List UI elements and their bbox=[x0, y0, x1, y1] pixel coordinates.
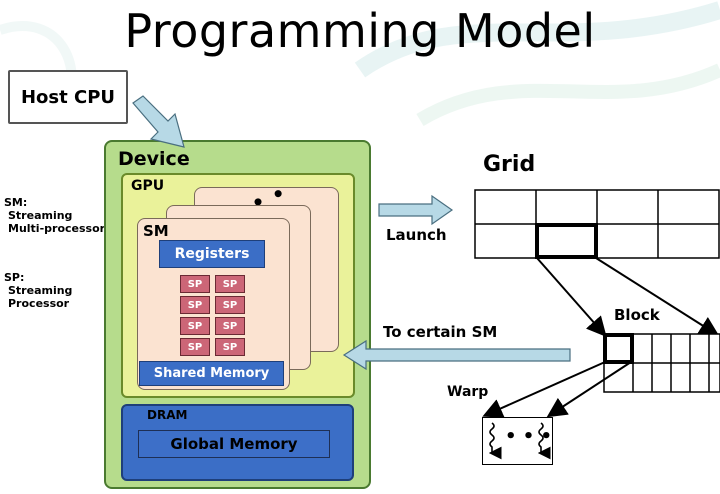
sp-legend: SP: Streaming Processor bbox=[4, 271, 72, 310]
to-certain-sm-arrow bbox=[342, 339, 571, 371]
sm-legend: SM: Streaming Multi-processor bbox=[4, 196, 105, 235]
gpu-label: GPU bbox=[131, 178, 165, 194]
sp-cell: SP bbox=[215, 338, 245, 356]
warp-box bbox=[482, 417, 553, 465]
sp-cell: SP bbox=[215, 317, 245, 335]
thread-squiggle-left bbox=[488, 422, 502, 460]
launch-label: Launch bbox=[386, 226, 447, 244]
block-label: Block bbox=[614, 306, 660, 324]
sp-legend-line1: Streaming bbox=[8, 284, 73, 297]
sm-label: SM bbox=[143, 222, 169, 240]
block-selected-warp bbox=[603, 333, 634, 364]
warp-thread-arrows bbox=[488, 422, 551, 460]
sp-cell: SP bbox=[180, 338, 210, 356]
dram-label: DRAM bbox=[147, 408, 188, 422]
warp-label: Warp bbox=[447, 384, 489, 400]
sp-legend-abbr: SP: bbox=[4, 271, 25, 284]
sm-legend-line1: Streaming bbox=[8, 209, 73, 222]
host-to-device-arrow bbox=[132, 95, 185, 148]
sp-cell: SP bbox=[215, 275, 245, 293]
shared-memory-box: Shared Memory bbox=[139, 361, 284, 386]
device-label: Device bbox=[118, 148, 190, 170]
slide-title: Programming Model bbox=[124, 4, 596, 58]
sp-cell: SP bbox=[180, 296, 210, 314]
sp-legend-line2: Processor bbox=[8, 297, 70, 310]
sm-legend-abbr: SM: bbox=[4, 196, 28, 209]
warp-ellipsis: • • • bbox=[505, 426, 553, 447]
launch-arrow bbox=[378, 194, 454, 226]
sp-cell: SP bbox=[180, 275, 210, 293]
sm-legend-line2: Multi-processor bbox=[8, 222, 106, 235]
thread-squiggle-right bbox=[537, 422, 551, 460]
grid-selected-block bbox=[535, 223, 598, 259]
grid-label: Grid bbox=[483, 152, 536, 177]
sp-cell: SP bbox=[215, 296, 245, 314]
registers-box: Registers bbox=[159, 240, 265, 268]
sp-array: SP SP SP SP SP SP SP SP bbox=[180, 275, 250, 357]
global-memory-box: Global Memory bbox=[138, 430, 330, 458]
host-cpu-box: Host CPU bbox=[8, 70, 128, 124]
to-certain-sm-label: To certain SM bbox=[383, 323, 498, 341]
sp-cell: SP bbox=[180, 317, 210, 335]
